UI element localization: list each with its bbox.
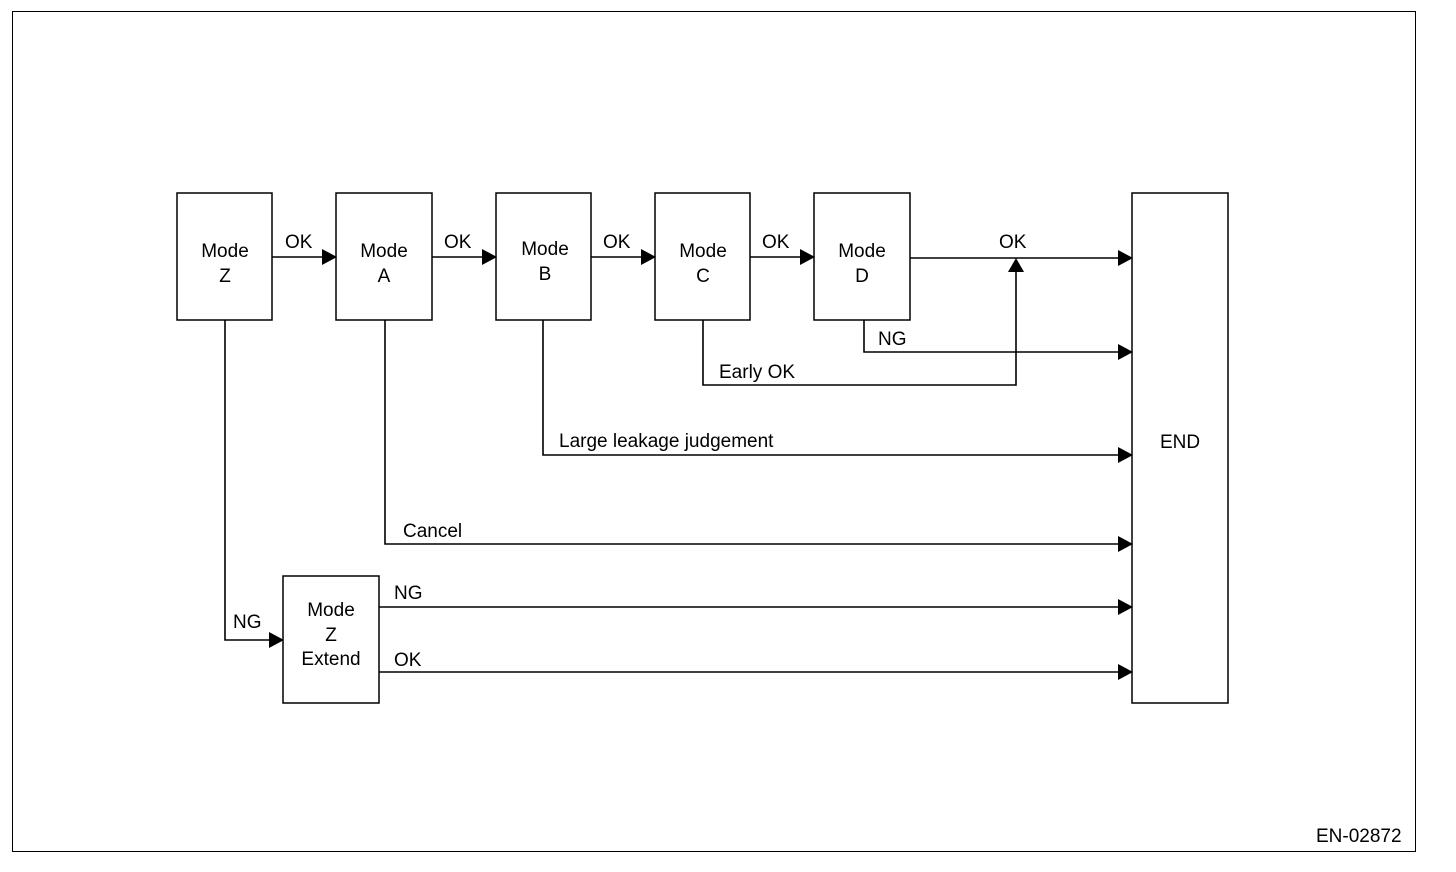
ext-ok-label: OK: [394, 650, 422, 671]
z-ng-line: [224, 320, 269, 641]
end-label: END: [1160, 432, 1200, 453]
c-to-d-arrowhead: [800, 249, 815, 265]
figure-id: EN-02872: [1316, 826, 1402, 847]
d-to-end-label: OK: [999, 232, 1027, 253]
mode-b-label-1: Mode: [521, 239, 569, 260]
a-cancel-line: [384, 320, 1118, 545]
c-early-ok-arrowhead: [1008, 258, 1024, 272]
mode-b-label-2: B: [539, 264, 552, 285]
ext-ok-arrowhead: [1118, 664, 1133, 680]
mode-d-label-1: Mode: [838, 241, 886, 262]
mode-z-label-2: Z: [219, 266, 231, 287]
z-to-a-label: OK: [285, 232, 313, 253]
d-ng-line: [863, 320, 1118, 353]
mode-z-label-1: Mode: [201, 241, 249, 262]
ext-ng-label: NG: [394, 583, 423, 604]
mode-z-extend-label-3: Extend: [301, 649, 360, 670]
mode-a-label-2: A: [378, 266, 391, 287]
c-to-d-label: OK: [762, 232, 790, 253]
z-ng-label: NG: [233, 612, 262, 633]
mode-a-label-1: Mode: [360, 241, 408, 262]
b-to-c-arrowhead: [641, 249, 656, 265]
b-large-leak-label: Large leakage judgement: [559, 431, 774, 452]
mode-z-extend-label-2: Z: [325, 625, 337, 646]
z-to-a-arrowhead: [322, 249, 337, 265]
c-early-ok-line: [702, 272, 1017, 386]
b-large-leak-line: [542, 320, 1118, 456]
a-to-b-arrowhead: [482, 249, 497, 265]
d-ng-label: NG: [878, 329, 907, 350]
a-to-b-label: OK: [444, 232, 472, 253]
mode-a-box: [335, 192, 433, 321]
mode-z-extend-label-1: Mode: [307, 600, 355, 621]
c-early-ok-label: Early OK: [719, 362, 795, 383]
z-ng-arrowhead: [269, 632, 284, 648]
figure-frame: [12, 11, 1416, 852]
mode-c-label-2: C: [696, 266, 710, 287]
d-to-end-arrowhead: [1118, 250, 1133, 266]
end-box: [1131, 192, 1229, 704]
b-to-c-label: OK: [603, 232, 631, 253]
a-cancel-arrowhead: [1118, 536, 1133, 552]
a-cancel-label: Cancel: [403, 521, 462, 542]
mode-c-label-1: Mode: [679, 241, 727, 262]
d-ng-arrowhead: [1118, 344, 1133, 360]
mode-d-label-2: D: [855, 266, 869, 287]
b-large-leak-arrowhead: [1118, 447, 1133, 463]
ext-ng-arrowhead: [1118, 599, 1133, 615]
